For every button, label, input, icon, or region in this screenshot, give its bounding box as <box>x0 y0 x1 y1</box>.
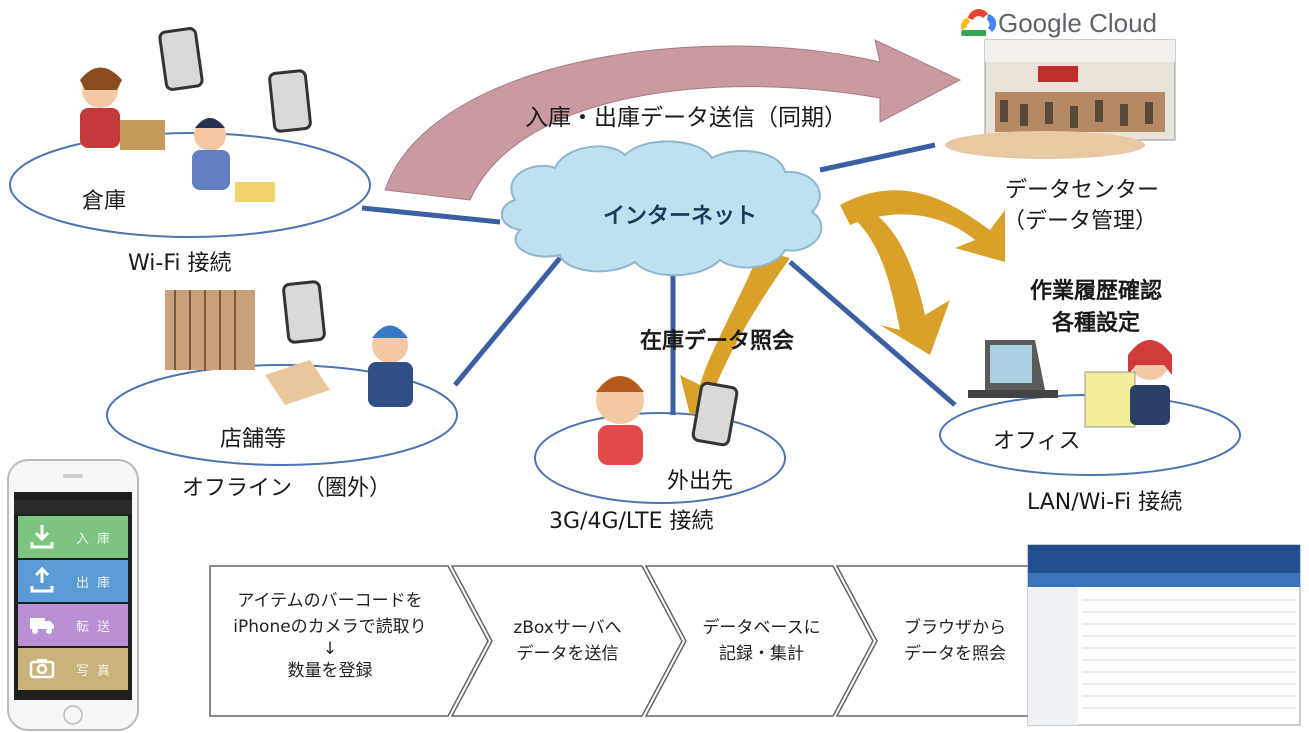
datacenter-image <box>945 39 1176 159</box>
google-cloud-logo-icon <box>960 9 997 36</box>
network-lines <box>361 142 957 415</box>
process-step-1 <box>209 565 489 717</box>
mobile-ellipse <box>534 412 786 504</box>
store-shelves-image <box>165 290 413 407</box>
process-step-2 <box>450 565 683 717</box>
process-step-1-line4: 数量を登録 <box>287 661 373 681</box>
mobile-arrow-label: 在庫データ照会 <box>640 329 795 354</box>
office-arrow-label-line1: 作業履歴確認 <box>1030 279 1163 304</box>
internet-label: インターネット <box>603 204 758 229</box>
process-step-4-text: ブラウザから データを照会 <box>875 615 1035 667</box>
office-label: オフィス <box>993 429 1081 454</box>
datacenter-label-line2: （データ管理） <box>1003 209 1158 234</box>
process-step-2-line1: zBoxサーバへ <box>513 618 622 638</box>
store-connection: オフライン （圏外） <box>182 476 392 501</box>
process-step-1-line1: アイテムのバーコードを <box>237 591 423 611</box>
store-label: 店舗等 <box>220 427 287 452</box>
process-step-4-line2: データを照会 <box>904 644 1006 664</box>
download-icon <box>30 525 54 549</box>
process-step-3-text: データベースに 記録・集計 <box>684 615 839 667</box>
office-query-arrow <box>850 210 950 355</box>
process-step-1-text: アイテムのバーコードを iPhoneのカメラで読取り ↓ 数量を登録 <box>212 588 448 684</box>
phone-menu-label-0: 入庫 <box>76 532 119 547</box>
process-flow <box>209 565 1071 717</box>
warehouse-workers-image <box>80 67 275 202</box>
upload-icon <box>30 566 54 593</box>
warehouse-connection: Wi-Fi 接続 <box>128 251 232 276</box>
sync-arrow-label: 入庫・出庫データ送信（同期） <box>525 105 847 131</box>
office-workers-image <box>968 340 1172 428</box>
mobile-connection: 3G/4G/LTE 接続 <box>549 509 714 534</box>
phone-menu-label-3: 写真 <box>76 664 119 679</box>
phone-menu-label-2: 転送 <box>76 620 119 635</box>
warehouse-label: 倉庫 <box>82 189 127 214</box>
internet-cloud <box>500 140 823 277</box>
sync-arrow <box>384 39 962 201</box>
mobile-query-arrow <box>680 250 790 415</box>
store-ellipse <box>106 364 458 466</box>
mobile-person-image <box>596 376 644 465</box>
phone-menu-label-1: 出庫 <box>76 576 119 591</box>
datacenter-to-office-arrow <box>840 190 1005 262</box>
mobile-label: 外出先 <box>667 469 734 494</box>
office-connection: LAN/Wi-Fi 接続 <box>1027 490 1183 515</box>
google-cloud-label: Google Cloud <box>998 8 1157 38</box>
process-step-1-line2: iPhoneのカメラで読取り <box>233 617 427 637</box>
process-step-2-line2: データを送信 <box>516 644 619 664</box>
process-step-2-text: zBoxサーバへ データを送信 <box>490 615 645 667</box>
datacenter-label-line1: データセンター <box>1005 178 1160 203</box>
phone-menu-item-2[interactable]: 転送 <box>18 604 128 646</box>
phone-menu-item-0[interactable]: 入庫 <box>18 516 128 558</box>
truck-icon <box>30 618 54 634</box>
browser-screenshot-image <box>1027 544 1301 726</box>
warehouse-ellipse <box>9 132 371 238</box>
process-step-3-line2: 記録・集計 <box>719 644 804 664</box>
process-step-3 <box>644 565 874 717</box>
process-step-3-line1: データベースに <box>702 618 821 638</box>
phone-menu-item-3[interactable]: 写真 <box>18 648 128 690</box>
camera-icon <box>29 659 55 679</box>
process-step-4-line1: ブラウザから <box>904 618 1006 638</box>
floating-phone-icons <box>158 27 739 447</box>
phone-menu-item-1[interactable]: 出庫 <box>18 560 128 602</box>
google-cloud-label-wrap: Google Cloud <box>998 8 1157 39</box>
office-arrow-label-line2: 各種設定 <box>1052 311 1141 336</box>
process-step-1-arrow: ↓ <box>322 639 338 659</box>
